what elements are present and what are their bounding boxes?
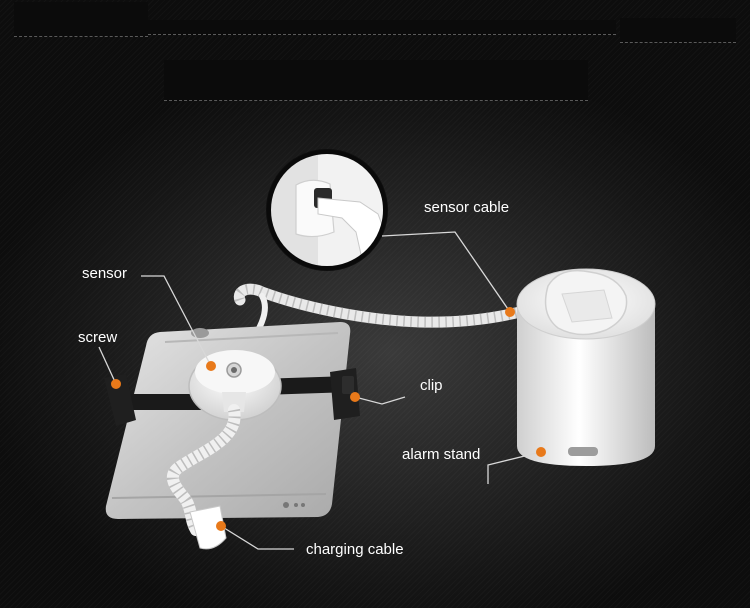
marker-sensor (206, 361, 216, 371)
label-sensor: sensor (82, 265, 128, 282)
alarm-stand (516, 268, 656, 466)
top-right-banner (620, 18, 736, 43)
leader-alarm-stand (487, 451, 542, 484)
leader-charging-cable (220, 525, 294, 550)
label-charging-cable: charging cable (306, 541, 404, 558)
marker-screw (111, 379, 121, 389)
callout-markers (111, 307, 546, 531)
marker-sensor-cable (505, 307, 515, 317)
label-alarm-stand: alarm stand (402, 446, 481, 463)
top-left-banner (14, 2, 148, 37)
marker-clip (350, 392, 360, 402)
label-sensor-cable: sensor cable (424, 199, 510, 216)
title-banner (164, 60, 588, 101)
label-clip: clip (420, 377, 443, 394)
sensor-cable-inset (266, 149, 388, 271)
leader-screw (98, 346, 117, 385)
label-screw: screw (78, 329, 118, 346)
top-strip (148, 20, 616, 35)
marker-charging-cable (216, 521, 226, 531)
coiled-charging-cable (167, 404, 241, 550)
leader-clip (354, 396, 406, 405)
leader-lines (98, 231, 542, 550)
leader-sensor (141, 275, 212, 367)
marker-alarm-stand (536, 447, 546, 457)
leader-sensor-cable (381, 231, 511, 313)
